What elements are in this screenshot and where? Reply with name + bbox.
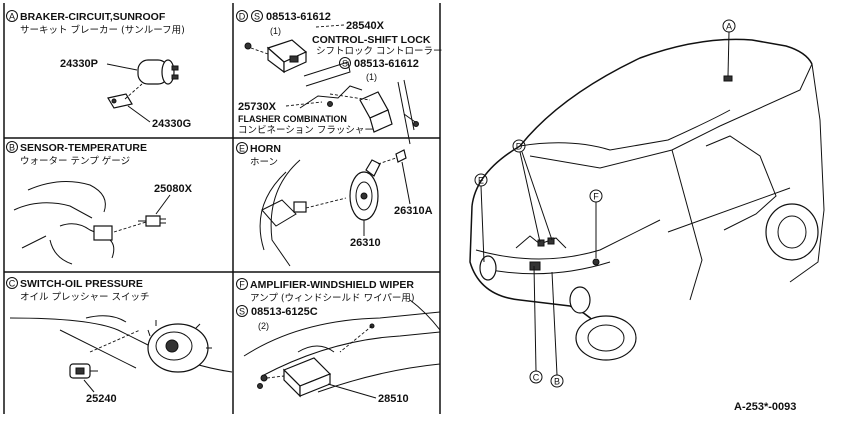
callout-d: D (516, 142, 523, 152)
panel-e: E HORN ホーン 26310A 26310 (236, 142, 433, 267)
screw-qty-d1: (1) (270, 26, 281, 36)
panel-f: F AMPLIFIER-WINDSHIELD WIPER アンプ (ウィンドシー… (236, 278, 441, 405)
callout-b: B (554, 377, 560, 387)
screw-code-f: 08513-6125C (251, 306, 318, 318)
panel-c-subtitle: オイル プレッシャー スイッチ (20, 292, 150, 303)
callout-e: E (478, 176, 484, 186)
panel-c-title: SWITCH-OIL PRESSURE (20, 278, 143, 290)
callout-c: C (533, 373, 540, 383)
panel-b-title: SENSOR-TEMPERATURE (20, 142, 147, 154)
temperature-sensor-illustration (138, 215, 166, 227)
panel-d: D S 08513-61612 (1) 28540X CONTROL-SHIFT… (236, 10, 443, 145)
callout-f: F (593, 192, 599, 202)
lock-subtitle: シフトロック コントローラー (316, 46, 443, 57)
part-25240: 25240 (86, 393, 117, 405)
part-28510: 28510 (378, 393, 409, 405)
panel-f-title: AMPLIFIER-WINDSHIELD WIPER (250, 279, 414, 291)
alternator-illustration (147, 320, 212, 373)
screw-qty-d2: (1) (366, 72, 377, 82)
circuit-breaker-illustration (107, 59, 179, 109)
lock-title: CONTROL-SHIFT LOCK (312, 34, 431, 46)
screw-code-d2: 08513-61612 (354, 58, 419, 70)
panel-b-letter: B (9, 143, 15, 153)
dashboard-sketch-f (243, 299, 441, 393)
wiper-amplifier-illustration (257, 345, 335, 398)
panel-c: C SWITCH-OIL PRESSURE オイル プレッシャー スイッチ 25… (6, 277, 233, 405)
flasher-relay-illustration (299, 79, 419, 145)
vehicle-illustration (469, 38, 825, 361)
figure-code: A-253*-0093 (734, 401, 796, 413)
part-28540x: 28540X (346, 20, 385, 32)
panel-d-letter: D (239, 12, 246, 22)
panel-e-subtitle: ホーン (250, 157, 278, 168)
part-24330g: 24330G (152, 118, 191, 130)
panel-b-subtitle: ウォーター テンプ ゲージ (20, 155, 130, 167)
flasher-title: FLASHER COMBINATION (238, 114, 347, 124)
panel-b: B SENSOR-TEMPERATURE ウォーター テンプ ゲージ 25080… (6, 141, 193, 265)
oil-pressure-switch-illustration (69, 363, 98, 379)
panel-grid (3, 3, 441, 414)
flasher-subtitle: コンビネーション フラッシャー (238, 125, 374, 136)
panel-a-letter: A (9, 12, 15, 22)
part-25730x: 25730X (238, 101, 277, 113)
panel-f-subtitle: アンプ (ウィンドシールド ワイパー用) (250, 293, 415, 304)
panel-a-title: BRAKER-CIRCUIT,SUNROOF (20, 11, 166, 23)
engine-block-sketch-c (9, 315, 233, 373)
screw-letter-d1: S (254, 12, 260, 22)
part-26310a: 26310A (394, 205, 433, 217)
panel-f-letter: F (239, 280, 245, 290)
screw-qty-f: (2) (258, 321, 269, 331)
horn-illustration (349, 149, 407, 221)
callout-a: A (726, 22, 732, 32)
panel-a: A BRAKER-CIRCUIT,SUNROOF サーキット ブレーカー (サン… (6, 10, 191, 130)
panel-e-title: HORN (250, 143, 281, 155)
part-25080x: 25080X (154, 183, 193, 195)
part-26310: 26310 (350, 237, 381, 249)
panel-a-subtitle: サーキット ブレーカー (サンルーフ用) (20, 24, 185, 36)
part-24330p: 24330P (60, 58, 98, 70)
panel-c-letter: C (9, 279, 16, 289)
screw-code-d1: 08513-61612 (266, 11, 331, 23)
screw-letter-f: S (239, 307, 245, 317)
engine-block-sketch (13, 181, 147, 265)
shift-lock-controller-illustration (244, 39, 351, 87)
screw-letter-d2: S (342, 59, 348, 69)
panel-e-letter: E (239, 144, 245, 154)
body-panel-sketch-e (259, 159, 347, 267)
vehicle-callouts: A B C D E F (474, 19, 736, 388)
